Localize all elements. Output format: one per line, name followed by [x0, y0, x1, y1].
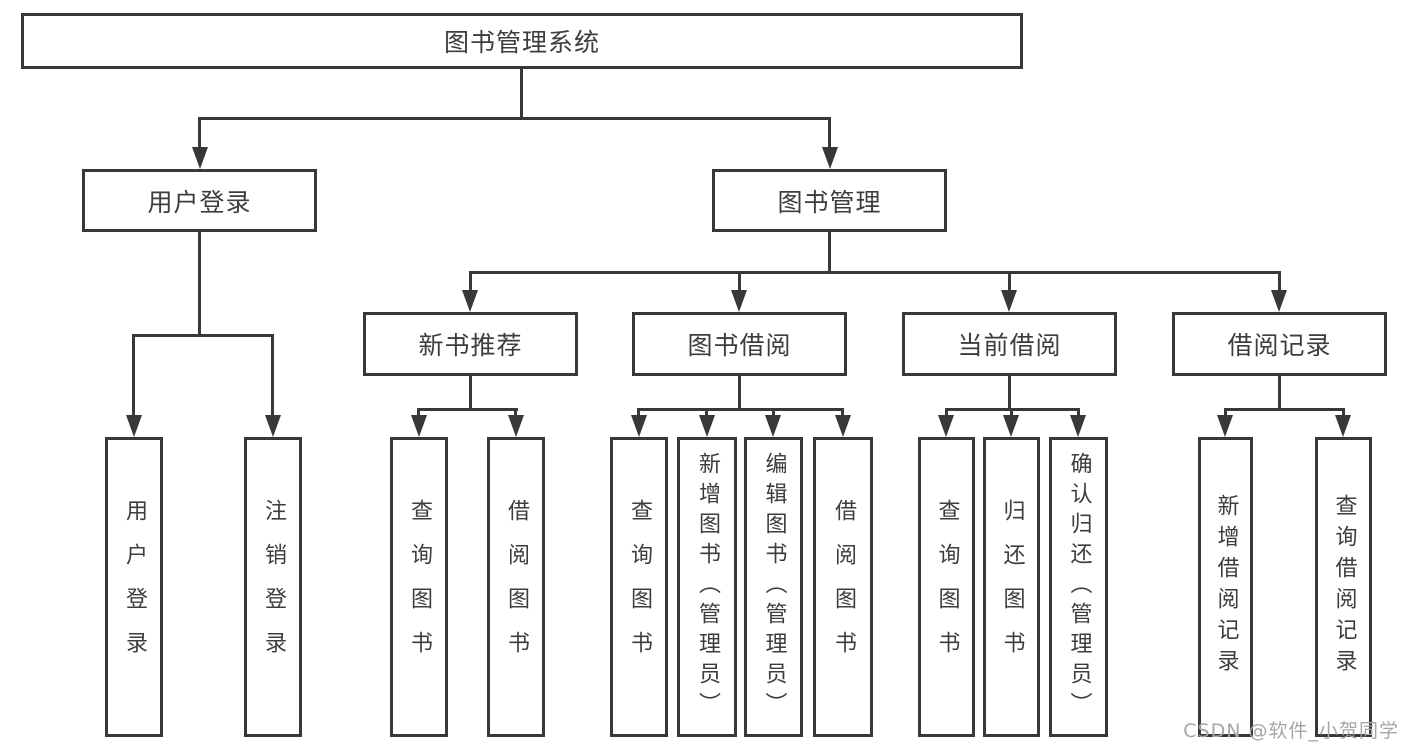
node-new-books: 新书推荐 [363, 312, 578, 376]
line [132, 334, 274, 337]
line [417, 408, 518, 411]
line [417, 408, 420, 418]
node-root-system: 图书管理系统 [21, 13, 1023, 69]
csdn-watermark: CSDN @软件_小贺同学 [1183, 720, 1399, 742]
leaf-newbooks-query: 查询图书 [390, 437, 448, 737]
line [198, 117, 831, 120]
node-current-borrow: 当前借阅 [902, 312, 1117, 376]
node-book-borrow: 图书借阅 [632, 312, 847, 376]
line [1008, 271, 1011, 293]
line [945, 408, 948, 418]
arrowhead-down-icon [192, 147, 208, 169]
line [841, 408, 844, 418]
leaf-borrow-add-admin: 新增图书（管理员） [677, 437, 737, 737]
line [198, 117, 201, 149]
leaf-current-confirm-admin: 确认归还（管理员） [1049, 437, 1108, 737]
leaf-borrow-borrow: 借阅图书 [813, 437, 873, 737]
arrowhead-down-icon [1070, 415, 1086, 437]
arrowhead-down-icon [1217, 415, 1233, 437]
line [1224, 408, 1345, 411]
leaf-user-login: 用户登录 [105, 437, 163, 737]
line [828, 232, 831, 274]
line [514, 408, 517, 418]
line [738, 376, 741, 411]
leaf-logout: 注销登录 [244, 437, 302, 737]
node-root-label: 图书管理系统 [443, 28, 600, 57]
arrowhead-down-icon [508, 415, 524, 437]
node-borrow-records: 借阅记录 [1172, 312, 1387, 376]
line [637, 408, 844, 411]
line [520, 69, 523, 120]
node-current-borrow-label: 当前借阅 [957, 331, 1062, 360]
line [637, 408, 640, 418]
arrowhead-down-icon [631, 415, 647, 437]
leaf-borrow-query-label: 查询图书 [627, 499, 652, 675]
leaf-current-query: 查询图书 [918, 437, 975, 737]
leaf-records-add: 新增借阅记录 [1198, 437, 1253, 737]
leaf-records-add-label: 新增借阅记录 [1213, 494, 1239, 680]
leaf-current-return-label: 归还图书 [999, 499, 1025, 675]
leaf-current-confirm-admin-label: 确认归还（管理员） [1066, 452, 1092, 722]
leaf-borrow-borrow-label: 借阅图书 [831, 499, 856, 675]
node-book-management: 图书管理 [712, 169, 947, 232]
line [1077, 408, 1080, 418]
leaf-user-login-label: 用户登录 [122, 499, 147, 675]
line [705, 408, 708, 418]
leaf-borrow-query: 查询图书 [610, 437, 668, 737]
line [772, 408, 775, 418]
line [1224, 408, 1227, 418]
leaf-logout-label: 注销登录 [261, 499, 286, 675]
leaf-newbooks-borrow: 借阅图书 [487, 437, 545, 737]
arrowhead-down-icon [731, 290, 747, 312]
line [469, 271, 472, 293]
arrowhead-down-icon [1335, 415, 1351, 437]
arrowhead-down-icon [411, 415, 427, 437]
leaf-newbooks-query-label: 查询图书 [407, 499, 432, 675]
line [1278, 376, 1281, 411]
node-book-management-label: 图书管理 [777, 187, 882, 217]
node-new-books-label: 新书推荐 [418, 331, 523, 360]
leaf-borrow-edit-admin-label: 编辑图书（管理员） [761, 452, 787, 722]
arrowhead-down-icon [1271, 290, 1287, 312]
node-user-login: 用户登录 [82, 169, 317, 232]
arrowhead-down-icon [835, 415, 851, 437]
line [469, 376, 472, 411]
leaf-records-query-label: 查询借阅记录 [1331, 494, 1357, 680]
arrowhead-down-icon [765, 415, 781, 437]
arrowhead-down-icon [1003, 415, 1019, 437]
leaf-newbooks-borrow-label: 借阅图书 [504, 499, 529, 675]
leaf-borrow-add-admin-label: 新增图书（管理员） [695, 452, 720, 722]
arrowhead-down-icon [265, 415, 281, 437]
leaf-current-query-label: 查询图书 [934, 499, 960, 675]
arrowhead-down-icon [822, 147, 838, 169]
line [1342, 408, 1345, 418]
line [828, 117, 831, 149]
node-user-login-label: 用户登录 [147, 187, 252, 217]
leaf-current-return: 归还图书 [983, 437, 1040, 737]
arrowhead-down-icon [126, 415, 142, 437]
leaf-borrow-edit-admin: 编辑图书（管理员） [744, 437, 803, 737]
node-book-borrow-label: 图书借阅 [687, 331, 792, 360]
line [198, 232, 201, 337]
arrowhead-down-icon [699, 415, 715, 437]
arrowhead-down-icon [1001, 290, 1017, 312]
node-borrow-records-label: 借阅记录 [1227, 331, 1332, 360]
line [271, 334, 274, 419]
leaf-records-query: 查询借阅记录 [1315, 437, 1372, 737]
line [1008, 376, 1011, 411]
line [469, 271, 1281, 274]
arrowhead-down-icon [462, 290, 478, 312]
line [1278, 271, 1281, 293]
line [132, 334, 135, 419]
arrowhead-down-icon [938, 415, 954, 437]
line [738, 271, 741, 293]
line [1010, 408, 1013, 418]
